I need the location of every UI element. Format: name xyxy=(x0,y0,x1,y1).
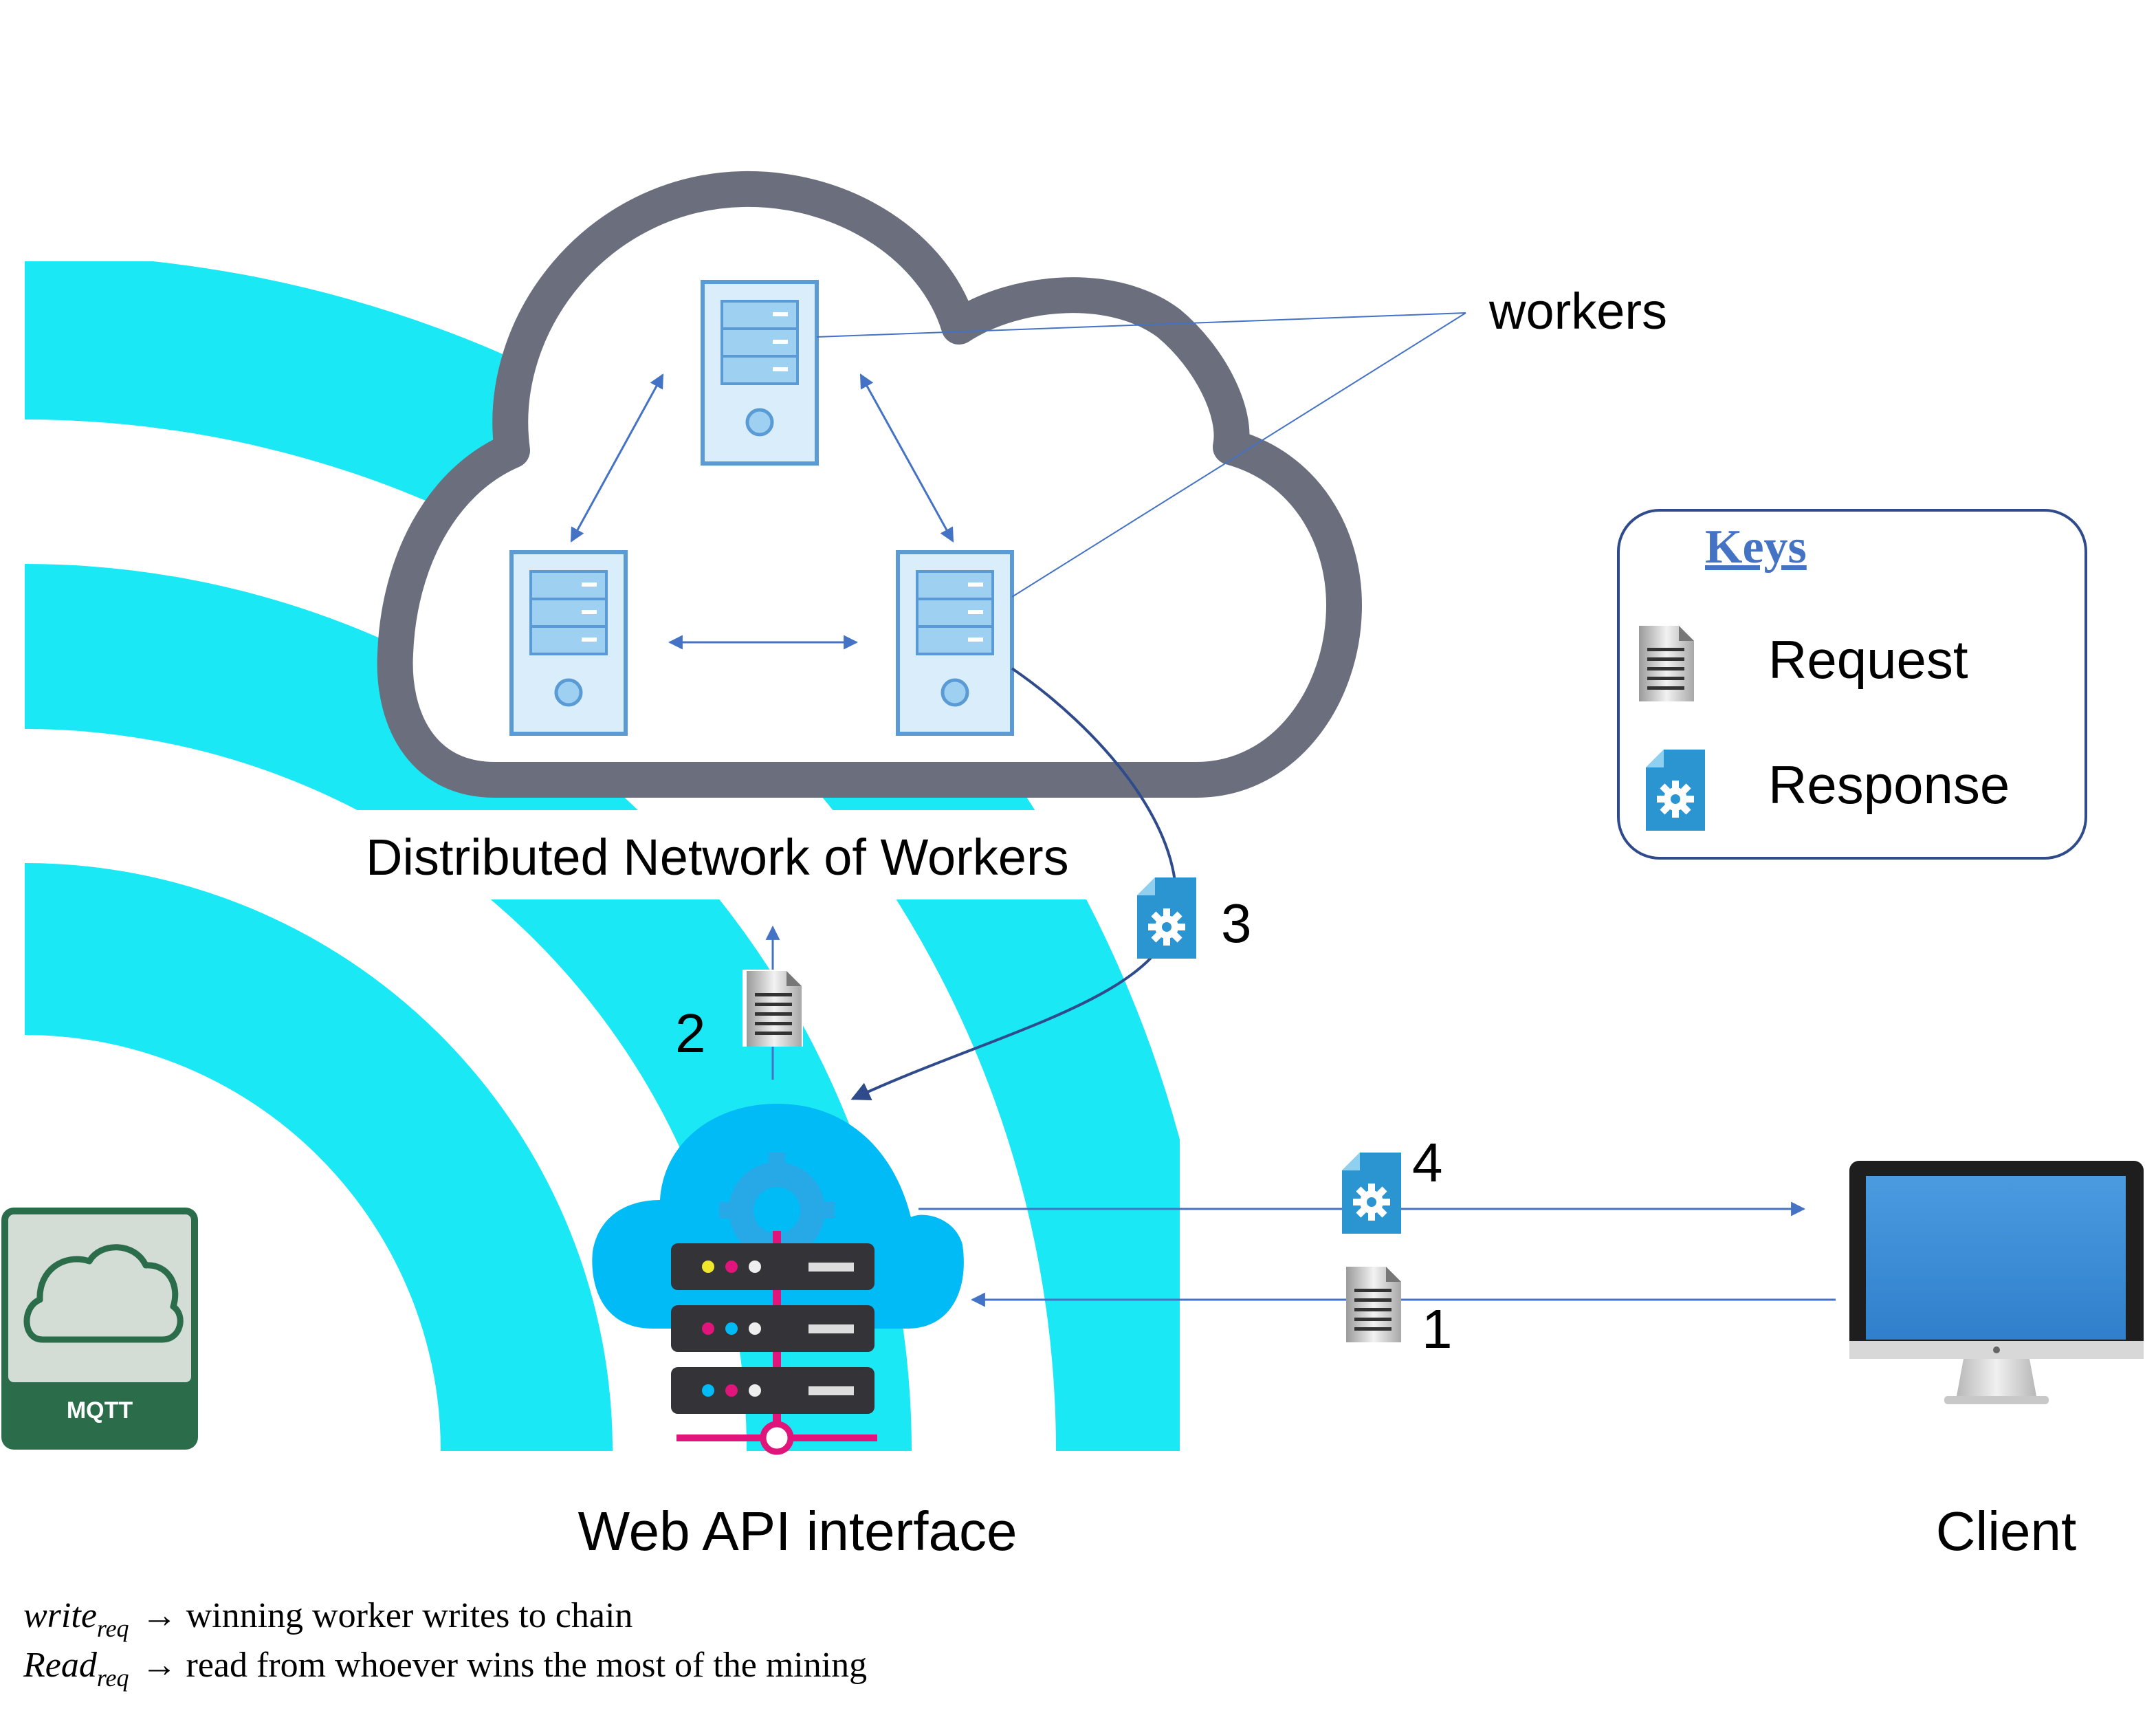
workers-label: workers xyxy=(1488,283,1667,340)
read-note-sub: req xyxy=(97,1664,129,1692)
mqtt-badge: MQTT xyxy=(1,1208,198,1450)
step2-request-icon xyxy=(747,971,802,1047)
client-label: Client xyxy=(1936,1501,2077,1562)
read-note-var: Read xyxy=(23,1646,98,1685)
worker-server-top xyxy=(703,282,817,463)
web-api-server-icon xyxy=(592,1104,964,1455)
wifi-arc-inner xyxy=(25,863,613,1451)
legend-response-icon xyxy=(1646,750,1705,831)
step-4-label: 4 xyxy=(1412,1132,1443,1193)
keys-title: Keys xyxy=(1705,521,1807,574)
legend-request-icon xyxy=(1639,626,1694,701)
step3-response-icon xyxy=(1137,877,1196,959)
worker-server-right xyxy=(898,552,1012,734)
step4-response-icon xyxy=(1342,1153,1401,1234)
notes: writereq→ winning worker writes to chain… xyxy=(23,1596,867,1692)
step-3-label: 3 xyxy=(1221,893,1252,954)
peer-arrow-top-right xyxy=(859,373,954,543)
mqtt-cloud-icon xyxy=(23,1244,184,1343)
step-2-label: 2 xyxy=(675,1003,706,1064)
mqtt-label: MQTT xyxy=(67,1397,133,1423)
step-1-label: 1 xyxy=(1422,1298,1453,1360)
network-title-backdrop xyxy=(342,810,1167,899)
workers-pointer-line-top xyxy=(816,312,1466,338)
write-note-text: → winning worker writes to chain xyxy=(142,1596,633,1635)
read-note: Readreq → read from whoever wins the most… xyxy=(23,1646,867,1692)
client-monitor-icon xyxy=(1849,1161,2144,1404)
write-note-sub: req xyxy=(97,1615,129,1642)
write-note-var: write xyxy=(23,1596,97,1635)
workers-pointer-line-right xyxy=(1011,312,1466,598)
worker-server-left xyxy=(512,552,626,734)
peer-arrow-top-left xyxy=(570,373,664,543)
network-title: Distributed Network of Workers xyxy=(366,829,1069,886)
keys-legend: Keys Request Response xyxy=(1617,509,2087,860)
legend-request-label: Request xyxy=(1768,629,1968,690)
write-note: writereq → winning worker writes to chain xyxy=(23,1596,632,1642)
step1-request-icon xyxy=(1346,1267,1401,1342)
legend-response-label: Response xyxy=(1768,754,2010,815)
read-note-text: → read from whoever wins the most of the… xyxy=(142,1646,868,1685)
web-api-label: Web API interface xyxy=(578,1501,1018,1562)
